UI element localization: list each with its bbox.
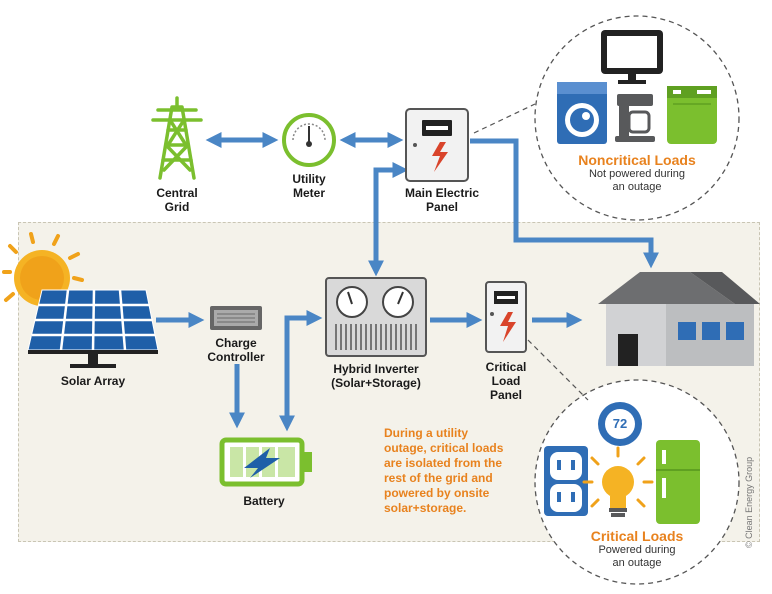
outage-note: During a utility outage, critical loads … <box>384 426 524 516</box>
transmission-tower-icon <box>151 96 203 180</box>
utility-meter-label-line: Utility <box>292 172 326 186</box>
main-panel-label: Main Electric Panel <box>392 186 492 214</box>
noncritical-loads-subtitle-line: an outage <box>612 181 662 193</box>
noncritical-loads-subtitle-line: Not powered during <box>588 168 685 180</box>
critical-panel-label: Critical Load Panel <box>476 360 536 402</box>
outage-note-line: powered by onsite <box>384 486 490 500</box>
thermostat-icon <box>598 402 642 446</box>
central-grid-label-line: Central <box>156 186 198 200</box>
battery-icon <box>219 437 312 487</box>
critical-loads-title: Critical Loads <box>590 528 684 544</box>
critical-loads-caption: Critical Loads Powered during an outage <box>557 528 717 570</box>
inverter-icon <box>325 277 427 357</box>
critical-loads-subtitle-line: an outage <box>612 557 662 569</box>
critical-panel-label-line: Load <box>491 374 521 388</box>
hybrid-inverter-label: Hybrid Inverter (Solar+Storage) <box>316 362 436 390</box>
critical-panel-icon <box>485 281 527 353</box>
charge-controller-label-line: Charge <box>215 336 257 350</box>
outage-note-line: outage, critical loads <box>384 441 504 455</box>
outage-note-line: rest of the grid and <box>384 471 493 485</box>
noncritical-connector <box>473 103 536 134</box>
critical-loads-subtitle-line: Powered during <box>598 544 676 556</box>
hybrid-inverter-label-line: Hybrid Inverter <box>333 362 419 376</box>
main-panel-label-line: Panel <box>425 200 458 214</box>
critical-panel-label-line: Panel <box>489 388 522 402</box>
noncritical-loads-title: Noncritical Loads <box>578 152 696 168</box>
thermostat-reading: 72 <box>612 416 628 431</box>
utility-meter-icon <box>282 113 336 167</box>
outage-note-line: solar+storage. <box>384 501 467 515</box>
solar-array-label: Solar Array <box>50 374 136 388</box>
utility-meter-label: Utility Meter <box>272 172 346 200</box>
light-bulb-icon <box>582 446 654 517</box>
charge-controller-icon <box>210 306 262 330</box>
central-grid-label-line: Grid <box>164 200 190 214</box>
utility-meter-label-line: Meter <box>292 186 325 200</box>
appliance-icon <box>667 86 717 144</box>
arrow-panel-house <box>470 138 660 269</box>
monitor-icon <box>601 30 663 84</box>
coffee-maker-icon <box>615 94 655 142</box>
charge-controller-label: Charge Controller <box>196 336 276 364</box>
copyright-notice: © Clean Energy Group <box>744 456 754 548</box>
washing-machine-icon <box>557 82 607 144</box>
house-icon <box>598 272 760 366</box>
critical-connector <box>527 339 589 401</box>
outlet-icon <box>544 446 588 516</box>
critical-panel-label-line: Critical <box>485 360 527 374</box>
arrow-panel-inverter <box>367 161 409 277</box>
noncritical-loads-caption: Noncritical Loads Not powered during an … <box>557 152 717 194</box>
central-grid-label: Central Grid <box>140 186 214 214</box>
solar-panel-icon <box>27 289 159 368</box>
outage-note-line: are isolated from the <box>384 456 503 470</box>
battery-label-line: Battery <box>243 494 285 508</box>
refrigerator-icon <box>656 440 700 524</box>
charge-controller-label-line: Controller <box>207 350 265 364</box>
hybrid-inverter-label-line: (Solar+Storage) <box>331 376 421 390</box>
main-panel-label-line: Main Electric <box>404 186 480 200</box>
critical-loads-bubble <box>534 379 740 585</box>
solar-array-label-line: Solar Array <box>60 374 126 388</box>
electric-panel-icon <box>405 108 469 182</box>
battery-label: Battery <box>226 494 302 508</box>
outage-note-line: During a utility <box>384 426 468 440</box>
arrow-battery-inverter <box>278 309 323 432</box>
